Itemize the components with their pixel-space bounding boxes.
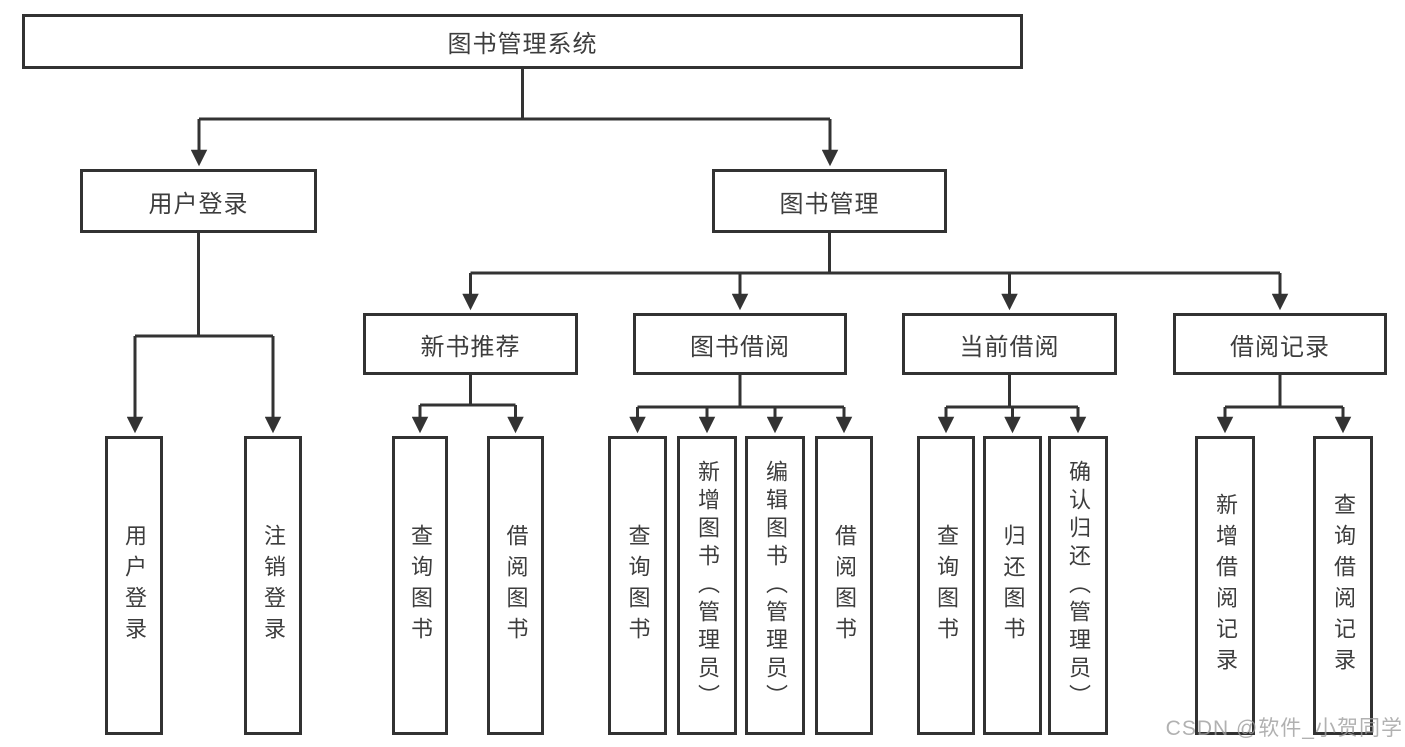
leaf-edit-books-admin: 编辑图书（管理员） (745, 436, 805, 735)
leaf-logout-label: 注销登录 (261, 523, 286, 648)
leaf-add-borrow-record: 新增借阅记录 (1195, 436, 1255, 735)
leaf-query-books-recommend: 查询图书 (392, 436, 448, 735)
node-borrow-records-label: 借阅记录 (1230, 333, 1330, 361)
leaf-query-borrow-record: 查询借阅记录 (1313, 436, 1373, 735)
node-book-management-label: 图书管理 (779, 190, 880, 218)
node-user-login: 用户登录 (80, 169, 317, 233)
leaf-borrow-books-recommend: 借阅图书 (487, 436, 544, 735)
node-book-management: 图书管理 (712, 169, 947, 233)
leaf-query-books-current-label: 查询图书 (934, 523, 959, 648)
leaf-edit-books-admin-label: 编辑图书（管理员） (763, 459, 788, 712)
node-user-login-label: 用户登录 (148, 190, 249, 218)
node-book-borrowing: 图书借阅 (633, 313, 847, 375)
node-book-borrowing-label: 图书借阅 (690, 333, 790, 361)
leaf-logout: 注销登录 (244, 436, 302, 735)
node-current-borrowing-label: 当前借阅 (959, 333, 1060, 361)
node-new-book-recommend-label: 新书推荐 (420, 333, 521, 361)
leaf-borrow-books-recommend-label: 借阅图书 (503, 523, 529, 648)
leaf-query-books-borrowing: 查询图书 (608, 436, 667, 735)
node-new-book-recommend: 新书推荐 (363, 313, 578, 375)
node-current-borrowing: 当前借阅 (902, 313, 1117, 375)
leaf-confirm-return-admin-label: 确认归还（管理员） (1066, 459, 1091, 712)
csdn-watermark: CSDN @软件_小贺同学 (1165, 717, 1403, 740)
leaf-user-login: 用户登录 (105, 436, 163, 735)
leaf-confirm-return-admin: 确认归还（管理员） (1048, 436, 1108, 735)
leaf-return-books: 归还图书 (983, 436, 1042, 735)
leaf-query-books-current: 查询图书 (917, 436, 975, 735)
leaf-borrow-books-borrowing: 借阅图书 (815, 436, 873, 735)
leaf-add-books-admin-label: 新增图书（管理员） (695, 459, 720, 712)
node-borrow-records: 借阅记录 (1173, 313, 1387, 375)
leaf-add-borrow-record-label: 新增借阅记录 (1213, 492, 1238, 679)
node-root-label: 图书管理系统 (447, 31, 598, 58)
leaf-user-login-label: 用户登录 (122, 523, 147, 648)
leaf-borrow-books-borrowing-label: 借阅图书 (832, 523, 857, 648)
node-root-system: 图书管理系统 (22, 14, 1023, 69)
leaf-query-books-borrowing-label: 查询图书 (625, 523, 651, 648)
leaf-return-books-label: 归还图书 (1000, 523, 1026, 648)
leaf-add-books-admin: 新增图书（管理员） (677, 436, 737, 735)
leaf-query-books-recommend-label: 查询图书 (408, 523, 433, 648)
leaf-query-borrow-record-label: 查询借阅记录 (1331, 492, 1356, 679)
